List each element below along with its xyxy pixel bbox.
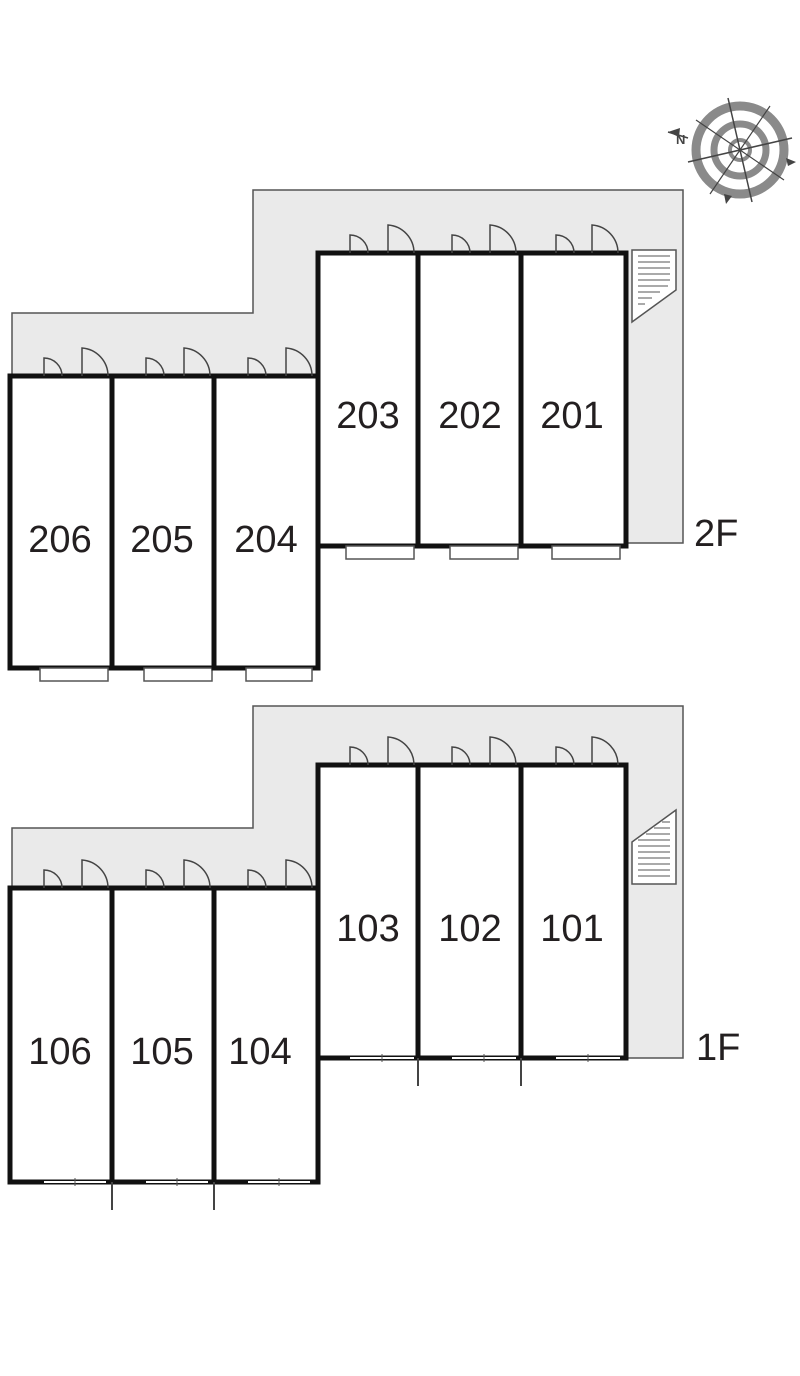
compass-north-label: N — [676, 132, 685, 147]
floor-1f: 103 102 101 106 — [7, 705, 740, 1210]
floor-label-2f: 2F — [694, 513, 738, 555]
unit-number: 204 — [234, 519, 297, 561]
unit-106: 106 — [7, 859, 115, 1186]
unit-number: 105 — [130, 1031, 193, 1073]
unit-204: 204 — [211, 347, 321, 682]
unit-number: 104 — [228, 1031, 291, 1073]
unit-103: 103 — [315, 736, 421, 1062]
unit-201: 201 — [518, 224, 629, 560]
unit-number: 201 — [540, 395, 603, 437]
unit-number: 202 — [438, 395, 501, 437]
unit-102: 102 — [415, 736, 524, 1062]
unit-104: 104 — [211, 859, 321, 1186]
unit-number: 101 — [540, 908, 603, 950]
staircase-2f — [631, 249, 677, 324]
unit-206: 206 — [7, 347, 115, 682]
floor-label-1f: 1F — [696, 1027, 740, 1069]
unit-number: 205 — [130, 519, 193, 561]
unit-number: 203 — [336, 395, 399, 437]
unit-101: 101 — [518, 736, 629, 1062]
staircase-1f — [631, 808, 677, 885]
unit-205: 205 — [109, 347, 217, 682]
unit-number: 106 — [28, 1031, 91, 1073]
unit-203: 203 — [315, 224, 421, 560]
unit-105: 105 — [109, 859, 217, 1186]
unit-number: 102 — [438, 908, 501, 950]
unit-number: 103 — [336, 908, 399, 950]
compass-icon: N — [667, 97, 796, 204]
unit-number: 206 — [28, 519, 91, 561]
floor-2f: 203 202 201 206 20 — [7, 189, 738, 682]
unit-202: 202 — [415, 224, 524, 560]
